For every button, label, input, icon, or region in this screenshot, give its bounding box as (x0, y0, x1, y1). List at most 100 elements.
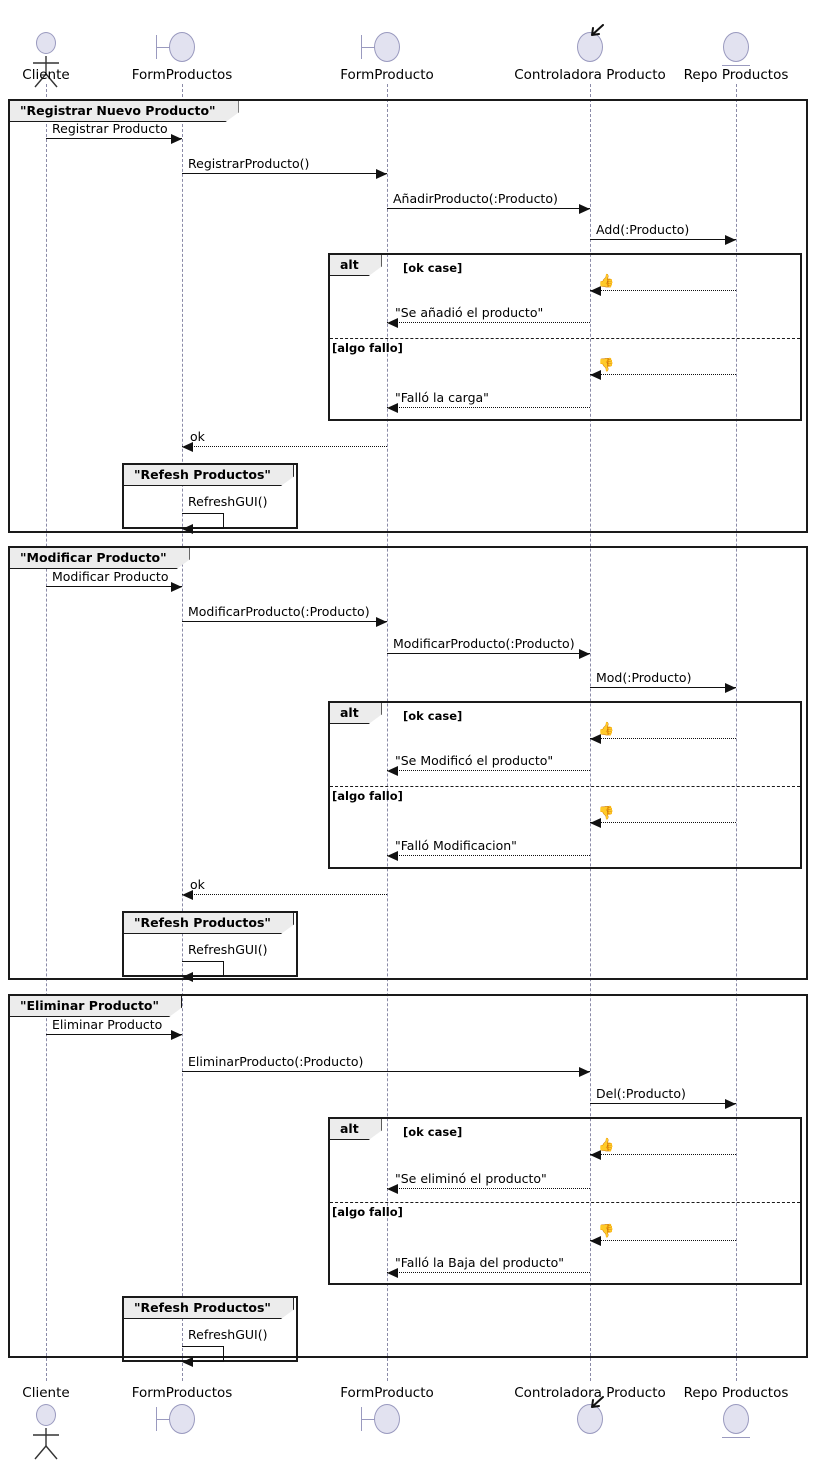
alt-guard: [algo fallo] (332, 1205, 403, 1219)
message-arrowhead (579, 1066, 590, 1077)
participant-label-top: Cliente (22, 67, 70, 83)
alt-guard: [algo fallo] (332, 789, 403, 803)
message-label: Modificar Producto (52, 569, 169, 584)
message-line (590, 738, 736, 739)
thumbs-down-icon: 👎 (598, 806, 615, 821)
self-message-box (182, 1346, 224, 1362)
lifeline-formproductos (182, 84, 183, 1381)
message-line (182, 621, 387, 622)
message-label: ModificarProducto(:Producto) (393, 636, 575, 651)
thumbs-up-icon: 👍 (598, 274, 615, 289)
message-label: ok (190, 429, 205, 444)
message-line (387, 770, 590, 771)
alt-separator (330, 1202, 800, 1203)
self-message-box (182, 961, 224, 977)
participant-label-bottom: FormProductos (131, 1385, 233, 1401)
participant-label-bottom: Repo Productos (683, 1385, 789, 1401)
message-label: Eliminar Producto (52, 1017, 163, 1032)
message-arrowhead (387, 850, 398, 861)
thumbs-up-icon: 👍 (598, 722, 615, 737)
fragment-2 (8, 546, 808, 980)
message-line (590, 239, 736, 240)
message-line (590, 1154, 736, 1155)
message-arrowhead (725, 682, 736, 693)
message-label: "Se eliminó el producto" (395, 1171, 547, 1186)
message-line (387, 208, 590, 209)
participant-label-top: FormProducto (340, 67, 434, 83)
message-line (590, 687, 736, 688)
message-line (182, 1071, 590, 1072)
entity-icon (721, 32, 751, 66)
message-arrowhead (590, 285, 601, 296)
participant-label-bottom: Cliente (22, 1385, 70, 1401)
message-label: ModificarProducto(:Producto) (188, 604, 370, 619)
thumbs-down-icon: 👎 (598, 358, 615, 373)
message-label: Registrar Producto (52, 121, 168, 136)
self-message-box (182, 513, 224, 529)
actor-body-icon (33, 56, 59, 88)
participant-label-top: Controladora Producto (514, 67, 666, 83)
message-line (387, 855, 590, 856)
fragment-3 (8, 994, 808, 1358)
message-label: RefreshGUI() (188, 942, 268, 957)
boundary-icon (361, 32, 402, 62)
alt-fragment (328, 1117, 802, 1285)
lifeline-cliente (46, 84, 47, 1381)
message-line (182, 894, 387, 895)
message-line (387, 322, 590, 323)
message-arrowhead (590, 1149, 601, 1160)
control-icon (575, 1396, 605, 1434)
participant-label-top: FormProductos (131, 67, 233, 83)
lifeline-repo-productos (736, 84, 737, 1381)
boundary-icon (156, 32, 197, 62)
alt-separator (330, 338, 800, 339)
message-label: "Falló la carga" (395, 390, 489, 405)
message-label: "Se Modificó el producto" (395, 753, 554, 768)
actor-head-icon (36, 1404, 56, 1426)
alt-guard: [algo fallo] (332, 341, 403, 355)
message-line (46, 1034, 182, 1035)
message-label: Del(:Producto) (596, 1086, 686, 1101)
participant-label-bottom: Controladora Producto (514, 1385, 666, 1401)
message-arrowhead (182, 1357, 193, 1367)
thumbs-down-icon: 👎 (598, 1224, 615, 1239)
actor-body-icon (33, 1428, 59, 1460)
message-arrowhead (182, 441, 193, 452)
message-line (590, 290, 736, 291)
message-line (46, 586, 182, 587)
alt-guard: [ok case] (403, 709, 463, 723)
message-arrowhead (387, 317, 398, 328)
message-arrowhead (590, 733, 601, 744)
message-arrowhead (590, 369, 601, 380)
message-label: "Falló Modificacion" (395, 838, 517, 853)
alt-fragment (328, 701, 802, 869)
actor-head-icon (36, 32, 56, 54)
fragment-label: alt (330, 255, 382, 276)
message-line (387, 1272, 590, 1273)
alt-fragment (328, 253, 802, 421)
message-arrowhead (579, 203, 590, 214)
fragment-label: "Eliminar Producto" (10, 996, 182, 1017)
fragment-label: "Refesh Productos" (124, 913, 294, 934)
message-label: Mod(:Producto) (596, 670, 692, 685)
fragment-label: "Refesh Productos" (124, 465, 294, 486)
fragment-label: "Modificar Producto" (10, 548, 190, 569)
entity-icon (721, 1404, 751, 1438)
message-label: EliminarProducto(:Producto) (188, 1054, 364, 1069)
message-line (590, 1103, 736, 1104)
message-arrowhead (171, 581, 182, 592)
message-label: RefreshGUI() (188, 494, 268, 509)
fragment-1 (8, 99, 808, 533)
thumbs-up-icon: 👍 (598, 1138, 615, 1153)
message-arrowhead (725, 1098, 736, 1109)
message-arrowhead (387, 1183, 398, 1194)
message-line (182, 173, 387, 174)
alt-guard: [ok case] (403, 261, 463, 275)
message-line (46, 138, 182, 139)
message-line (387, 407, 590, 408)
message-line (182, 446, 387, 447)
message-arrowhead (590, 817, 601, 828)
message-arrowhead (171, 1029, 182, 1040)
message-arrowhead (387, 402, 398, 413)
